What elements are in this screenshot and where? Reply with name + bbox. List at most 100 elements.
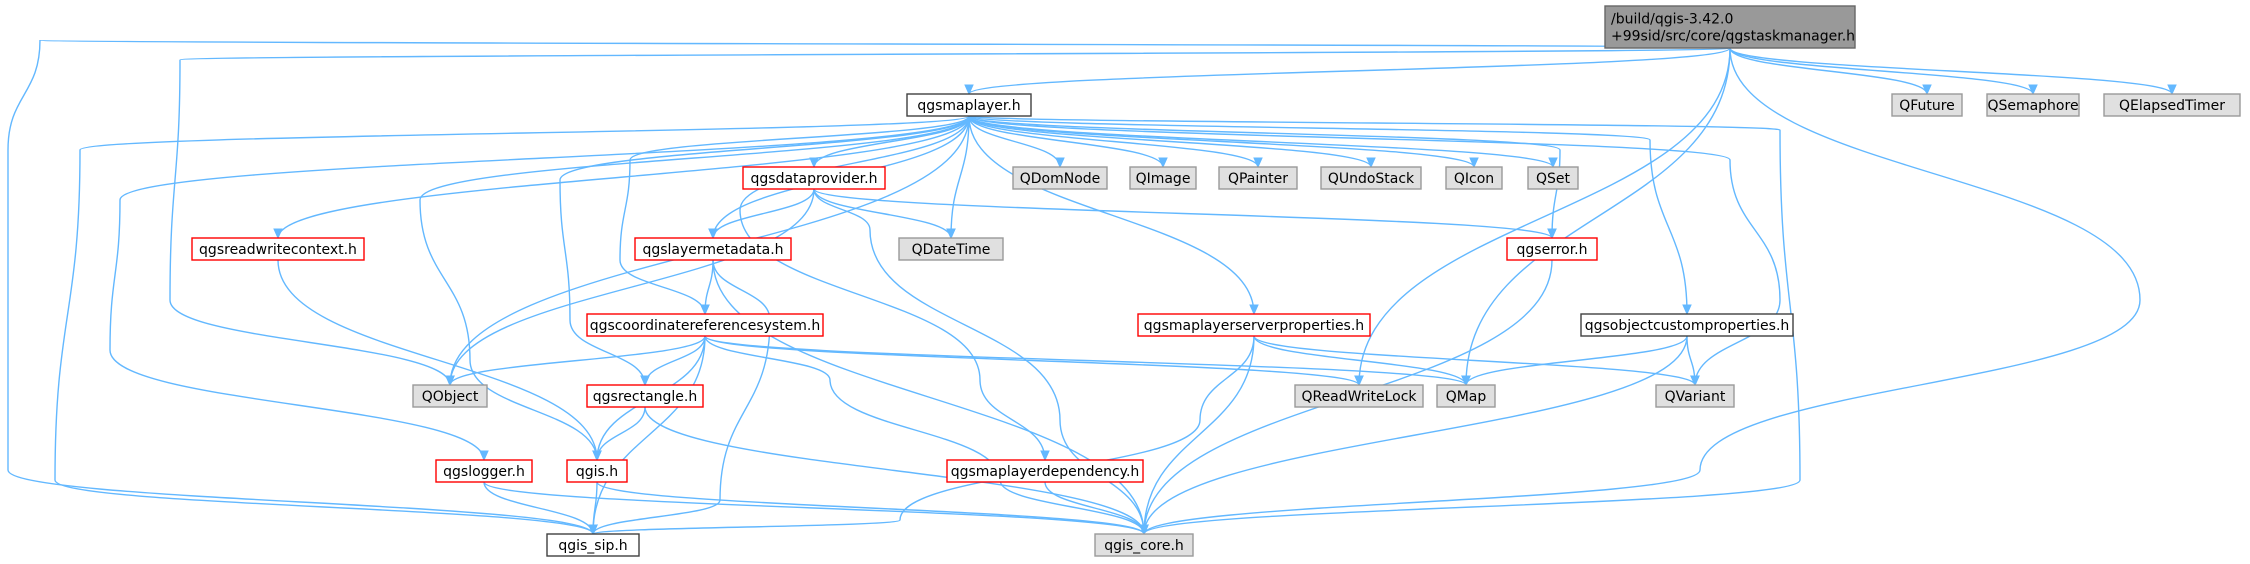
edge-qgscrs-to-qgsrectangle	[640, 335, 706, 387]
node-box	[946, 459, 1144, 483]
node-box	[191, 237, 365, 261]
node-label: qgslayermetadata.h	[642, 242, 783, 258]
node-box	[898, 237, 1004, 261]
node-root[interactable]: /build/qgis-3.42.0+99sid/src/core/qgstas…	[1604, 5, 1856, 49]
node-box	[566, 459, 628, 483]
node-qgsmaplayerserverproperties[interactable]: qgsmaplayerserverproperties.h	[1137, 313, 1371, 337]
node-label: QObject	[422, 389, 479, 405]
edge-root-to-qsemaphore	[1729, 47, 2038, 96]
node-label: /build/qgis-3.42.0	[1611, 12, 1733, 28]
node-qgsreadwritecontext[interactable]: qgsreadwritecontext.h	[191, 237, 365, 261]
node-qreadwritelock[interactable]: QReadWriteLock	[1294, 384, 1424, 408]
node-label: QSemaphore	[1987, 98, 2078, 114]
node-label: qgsreadwritecontext.h	[199, 242, 357, 258]
node-box	[1445, 166, 1503, 190]
node-label: QImage	[1136, 171, 1191, 187]
edge-qgsmaplayer-to-qdomnode	[968, 115, 1065, 169]
node-label: qgsobjectcustomproperties.h	[1585, 318, 1790, 334]
edge-qgsreadwritecontext-to-qgis	[277, 259, 602, 462]
edge-qgsmaplayer-to-qundostack	[968, 115, 1376, 169]
node-qgsrectangle[interactable]: qgsrectangle.h	[586, 384, 704, 408]
node-qgscrs[interactable]: qgscoordinatereferencesystem.h	[586, 313, 824, 337]
node-box	[1129, 166, 1197, 190]
edge-qgis-to-qgis-sip	[588, 481, 598, 536]
node-qpainter[interactable]: QPainter	[1218, 166, 1298, 190]
node-label: qgsdataprovider.h	[751, 171, 878, 187]
node-qgsobjectcustomproperties[interactable]: qgsobjectcustomproperties.h	[1580, 313, 1794, 337]
node-label: qgis_sip.h	[558, 538, 627, 554]
node-label: qgis_core.h	[1104, 538, 1184, 554]
node-qdatetime[interactable]: QDateTime	[898, 237, 1004, 261]
node-qgslayermetadata[interactable]: qgslayermetadata.h	[634, 237, 792, 261]
edge-qgsdataprovider-to-qgserror	[813, 188, 1557, 240]
edge-qgsmaplayer-to-qgsmaplayerdependency	[739, 115, 1050, 462]
node-box	[586, 313, 824, 337]
node-qgsdataprovider[interactable]: qgsdataprovider.h	[742, 166, 886, 190]
node-box	[1012, 166, 1108, 190]
node-label: qgserror.h	[1517, 242, 1588, 258]
node-label: QPainter	[1228, 171, 1288, 187]
node-qsemaphore[interactable]: QSemaphore	[1986, 93, 2080, 117]
node-qgsmaplayerdependency[interactable]: qgsmaplayerdependency.h	[946, 459, 1144, 483]
node-qgserror[interactable]: qgserror.h	[1506, 237, 1598, 261]
node-qgslogger[interactable]: qgslogger.h	[435, 459, 533, 483]
node-box	[546, 533, 640, 557]
node-label: qgslogger.h	[443, 464, 525, 480]
edge-layer	[7, 39, 2177, 536]
edge-qgsdataprovider-to-qgslayermetadata	[708, 188, 815, 240]
node-layer: /build/qgis-3.42.0+99sid/src/core/qgstas…	[191, 5, 2241, 557]
edge-qgscrs-to-qreadwritelock	[704, 335, 1364, 387]
edge-qgis-to-qgis-core	[596, 481, 1149, 536]
node-label: QFuture	[1899, 98, 1955, 114]
node-qobject[interactable]: QObject	[412, 384, 488, 408]
node-box	[1655, 384, 1735, 408]
edge-qgsobjectcustomproperties-to-qmap	[1461, 335, 1688, 387]
node-qset[interactable]: QSet	[1527, 166, 1579, 190]
node-label: QUndoStack	[1328, 171, 1415, 187]
edge-root-to-qgis-core	[1139, 47, 2141, 536]
node-qundostack[interactable]: QUndoStack	[1320, 166, 1422, 190]
node-box	[742, 166, 886, 190]
node-qdomnode[interactable]: QDomNode	[1012, 166, 1108, 190]
node-label: QDomNode	[1020, 171, 1101, 187]
node-box	[1506, 237, 1598, 261]
edge-qgsmaplayer-to-qpainter	[968, 115, 1263, 169]
node-label: qgsmaplayerserverproperties.h	[1144, 318, 1364, 334]
node-box	[1137, 313, 1371, 337]
node-box	[1604, 5, 1856, 49]
edge-qgsobjectcustomproperties-to-qvariant	[1686, 335, 1700, 387]
node-qgis-core[interactable]: qgis_core.h	[1094, 533, 1194, 557]
node-qfuture[interactable]: QFuture	[1891, 93, 1963, 117]
edge-root-to-qgis-sip	[7, 39, 1731, 536]
node-box	[1580, 313, 1794, 337]
node-label: QReadWriteLock	[1301, 389, 1417, 405]
edge-qgsmaplayer-to-qimage	[968, 115, 1168, 169]
node-qelapsedtimer[interactable]: QElapsedTimer	[2103, 93, 2241, 117]
node-qicon[interactable]: QIcon	[1445, 166, 1503, 190]
edge-qgscrs-to-qgis-sip	[588, 335, 706, 536]
node-qgsmaplayer[interactable]: qgsmaplayer.h	[906, 93, 1032, 117]
node-label: QDateTime	[912, 242, 991, 258]
node-qimage[interactable]: QImage	[1129, 166, 1197, 190]
node-box	[435, 459, 533, 483]
node-label: QElapsedTimer	[2119, 98, 2225, 114]
node-label: QIcon	[1454, 171, 1494, 187]
edge-qgsmaplayer-to-qvariant	[968, 115, 1781, 387]
node-qgis[interactable]: qgis.h	[566, 459, 628, 483]
node-box	[906, 93, 1032, 117]
node-qgis-sip[interactable]: qgis_sip.h	[546, 533, 640, 557]
node-qmap[interactable]: QMap	[1436, 384, 1496, 408]
edge-qgsmaplayer-to-qset	[968, 115, 1558, 169]
edge-qgsmaplayer-to-qgsobjectcustomproperties	[968, 115, 1692, 316]
node-qvariant[interactable]: QVariant	[1655, 384, 1735, 408]
edge-qgsmaplayer-to-qgis	[419, 115, 970, 462]
node-box	[2103, 93, 2241, 117]
node-box	[1294, 384, 1424, 408]
edge-root-to-qfuture	[1729, 47, 1932, 96]
edge-root-to-qgsmaplayer	[964, 47, 1731, 96]
edge-root-to-qelapsedtimer	[1729, 47, 2177, 96]
node-box	[1986, 93, 2080, 117]
node-box	[1891, 93, 1963, 117]
node-label: qgsrectangle.h	[593, 389, 697, 405]
edge-qgsmaplayer-to-qgsmaplayerserverproperties	[968, 115, 1259, 316]
